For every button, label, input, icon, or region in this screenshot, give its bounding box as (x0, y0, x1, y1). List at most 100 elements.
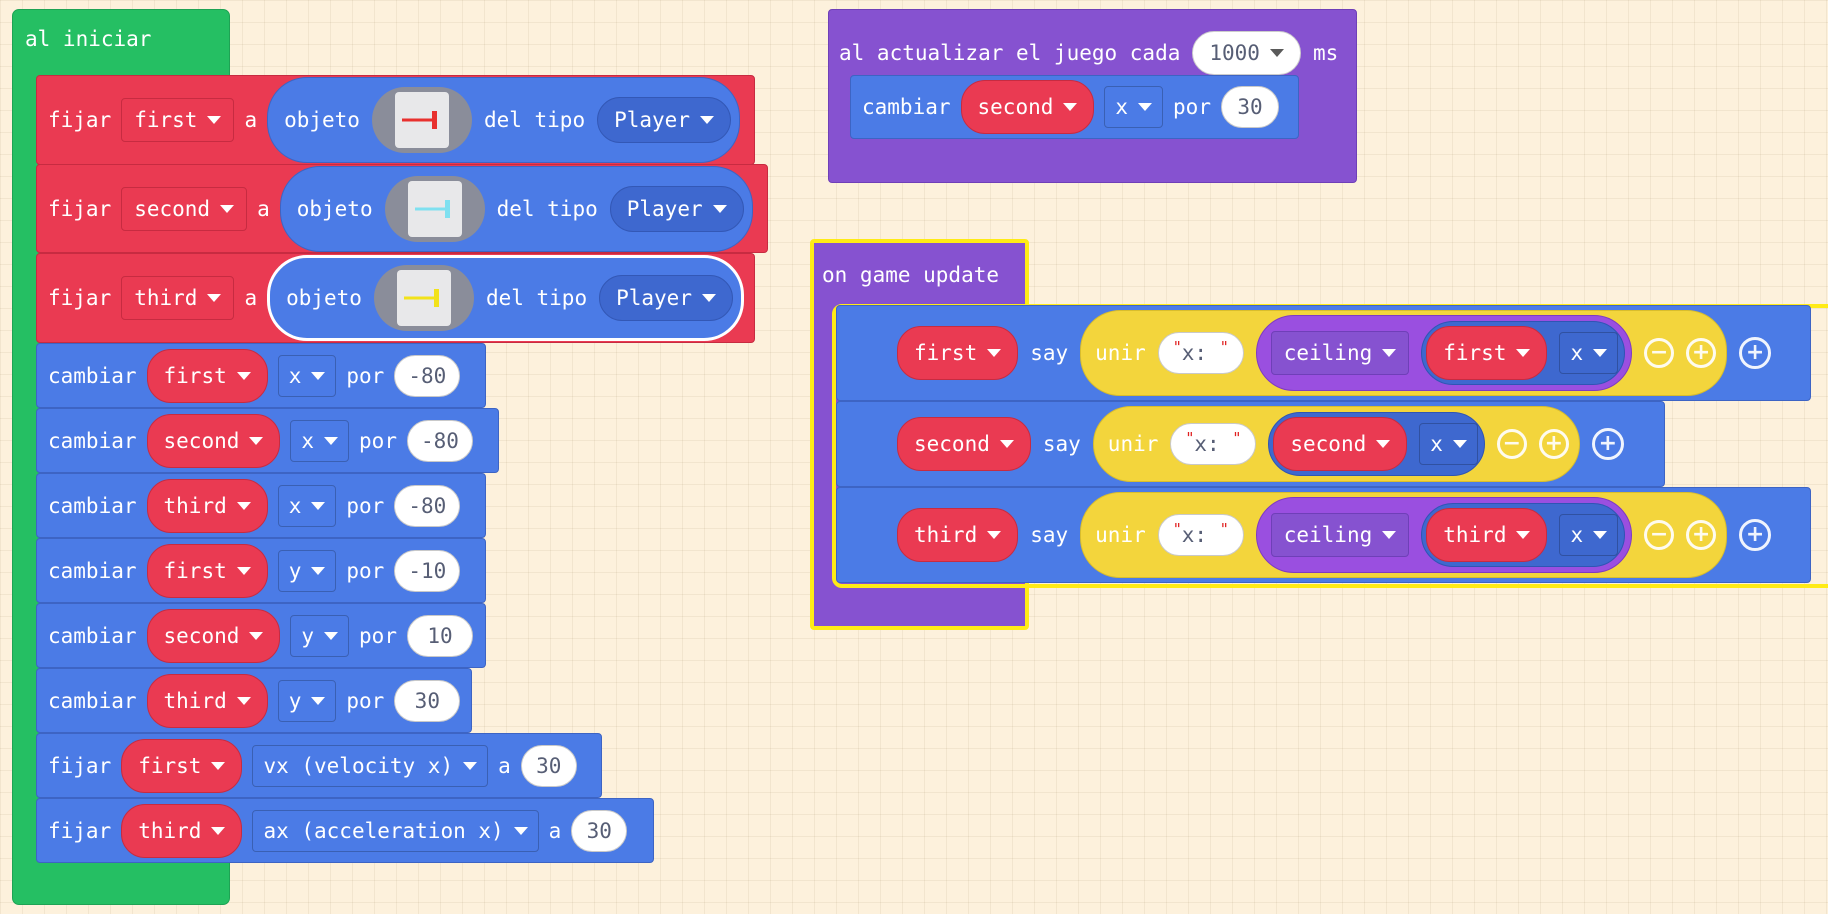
sprite-dropdown[interactable]: first (146, 543, 268, 598)
sprite-image-picker[interactable] (371, 87, 472, 153)
property-dropdown[interactable]: x (290, 419, 350, 462)
sprite-property-block[interactable]: second x (1268, 412, 1485, 476)
sprite-dropdown[interactable]: second (146, 413, 281, 468)
value-input[interactable]: -10 (394, 549, 461, 592)
say-block[interactable]: first say unir "x: " ceiling first x − +… (836, 305, 1811, 401)
kind-dropdown[interactable]: Player (609, 185, 744, 232)
ceiling-block[interactable]: ceiling first x (1255, 315, 1633, 391)
sprite-create-block[interactable]: objeto del tipo Player (267, 255, 744, 341)
property-dropdown[interactable]: x (277, 354, 337, 397)
set-sprite-second-block[interactable]: fijar second a objeto del tipo Player (36, 164, 768, 253)
sprite-property-block[interactable]: third x (1421, 503, 1626, 567)
change-block[interactable]: cambiar second y por 10 (36, 603, 486, 668)
sprite-dropdown[interactable]: first (146, 348, 268, 403)
sprite-name: third (1443, 523, 1507, 547)
sprite-dropdown[interactable]: third (121, 803, 243, 858)
add-icon[interactable]: + (1538, 429, 1569, 459)
sprite-create-block[interactable]: objeto del tipo Player (279, 165, 753, 252)
sprite-dropdown[interactable]: second (1273, 417, 1408, 471)
sprite-dropdown[interactable]: third (146, 673, 268, 728)
change-block[interactable]: cambiar first x por -80 (36, 343, 486, 408)
property-dropdown[interactable]: x (1559, 514, 1619, 556)
text-input[interactable]: "x: " (1157, 514, 1244, 556)
chevron-down-icon (1382, 531, 1397, 539)
property-dropdown[interactable]: x (1559, 332, 1619, 374)
property-dropdown[interactable]: y (277, 549, 337, 592)
kind-dropdown[interactable]: Player (599, 275, 733, 321)
join-block[interactable]: unir "x: " ceiling third x − + (1080, 492, 1728, 578)
chevron-down-icon (207, 116, 222, 124)
property-dropdown[interactable]: vx (velocity x) (252, 744, 489, 787)
text-input[interactable]: "x: " (1157, 332, 1244, 374)
sprite-image-picker[interactable] (384, 175, 485, 242)
set-property-block[interactable]: fijar first vx (velocity x) a 30 (36, 733, 602, 798)
value-input[interactable]: 10 (406, 614, 473, 657)
change-block[interactable]: cambiar first y por -10 (36, 538, 486, 603)
remove-icon[interactable]: − (1644, 520, 1675, 550)
sprite-dropdown[interactable]: third (897, 508, 1019, 562)
sprite-image-picker[interactable] (373, 265, 474, 331)
sprite-dropdown[interactable]: first (1426, 326, 1548, 380)
property-dropdown[interactable]: x (277, 484, 337, 527)
value-input[interactable]: -80 (394, 484, 461, 527)
add-icon[interactable]: + (1591, 428, 1624, 460)
property-dropdown[interactable]: y (277, 679, 337, 722)
chevron-down-icon (311, 566, 326, 575)
sprite-dropdown[interactable]: second (897, 417, 1031, 471)
text-input[interactable]: "x: " (1170, 423, 1257, 465)
remove-icon[interactable]: − (1496, 429, 1527, 459)
change-block[interactable]: cambiar third x por -80 (36, 473, 486, 538)
add-icon[interactable]: + (1739, 519, 1772, 551)
variable-dropdown[interactable]: first (121, 98, 235, 142)
value-input[interactable]: -80 (394, 354, 461, 397)
chevron-down-icon (324, 436, 339, 445)
quote-open: " (1172, 520, 1182, 538)
sprite-property-block[interactable]: first x (1421, 321, 1626, 385)
variable-dropdown[interactable]: third (121, 276, 235, 320)
sprite-dropdown[interactable]: third (1426, 508, 1548, 562)
sprite-create-block[interactable]: objeto del tipo Player (267, 77, 740, 163)
math-function-dropdown[interactable]: ceiling (1270, 331, 1410, 375)
sprite-dropdown[interactable]: second (960, 80, 1095, 134)
remove-icon[interactable]: − (1644, 338, 1675, 368)
kind-dropdown[interactable]: Player (597, 97, 731, 143)
value-input[interactable]: 30 (1220, 86, 1279, 128)
set-property-block[interactable]: fijar third ax (acceleration x) a 30 (36, 798, 654, 863)
kind-value: Player (616, 286, 692, 310)
value-input[interactable]: 30 (571, 809, 628, 852)
value-input[interactable]: -80 (406, 419, 473, 462)
interval-dropdown[interactable]: 1000 (1192, 31, 1301, 75)
set-sprite-first-block[interactable]: fijar first a objeto del tipo Player (36, 75, 755, 165)
change-block[interactable]: cambiar third y por 30 (36, 668, 472, 733)
variable-dropdown[interactable]: second (121, 186, 248, 231)
property-dropdown[interactable]: ax (acceleration x) (252, 809, 539, 852)
quote-close: " (1232, 429, 1242, 447)
math-function-dropdown[interactable]: ceiling (1270, 513, 1410, 557)
value-input[interactable]: 30 (520, 744, 577, 787)
property-name: x (1430, 432, 1443, 456)
set-sprite-third-block[interactable]: fijar third a objeto del tipo Player (36, 253, 755, 343)
sprite-dropdown[interactable]: first (897, 326, 1019, 380)
sprite-dropdown[interactable]: first (121, 738, 243, 793)
ceiling-block[interactable]: ceiling third x (1255, 497, 1633, 573)
change-block[interactable]: cambiar second x por -80 (36, 408, 499, 473)
property-dropdown[interactable]: y (290, 614, 350, 657)
join-block[interactable]: unir "x: " second x − + (1092, 406, 1580, 482)
by-label: por (1173, 95, 1211, 119)
say-block[interactable]: second say unir "x: " second x − + + (836, 401, 1665, 487)
add-icon[interactable]: + (1686, 338, 1717, 368)
sprite-dropdown[interactable]: second (146, 608, 281, 663)
property-dropdown[interactable]: x (1104, 86, 1164, 128)
add-icon[interactable]: + (1739, 337, 1772, 369)
set-verb: fijar (48, 196, 112, 221)
property-dropdown[interactable]: x (1419, 423, 1478, 465)
join-block[interactable]: unir "x: " ceiling first x − + (1080, 310, 1728, 396)
sprite-dropdown[interactable]: third (146, 478, 268, 533)
add-icon[interactable]: + (1686, 520, 1717, 550)
say-block[interactable]: third say unir "x: " ceiling third x − +… (836, 487, 1811, 583)
chevron-down-icon (1516, 349, 1531, 357)
change-block[interactable]: cambiar second x por 30 (850, 75, 1299, 139)
kind-label: del tipo (483, 108, 586, 132)
interval-value: 1000 (1209, 41, 1260, 65)
value-input[interactable]: 30 (394, 679, 461, 722)
